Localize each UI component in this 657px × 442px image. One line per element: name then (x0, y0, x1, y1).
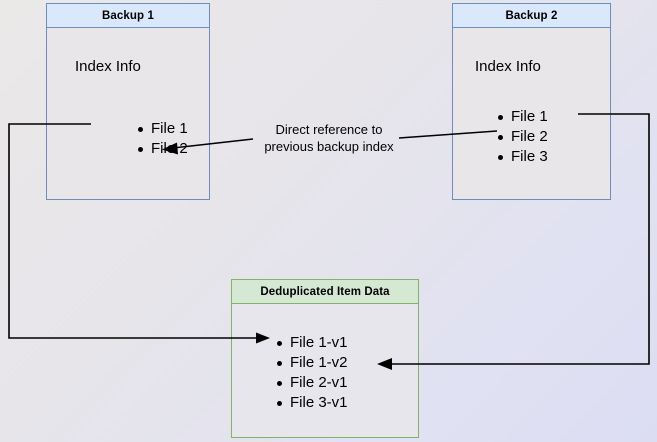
backup-1-title: Backup 1 (47, 4, 209, 28)
list-item: File 2 (495, 127, 548, 147)
deduplicated-item-data-box[interactable]: Deduplicated Item Data File 1-v1 File 1-… (231, 279, 419, 438)
backup-1-body: Index Info File 1 File 2 (47, 28, 209, 199)
annotation-line-2: previous backup index (264, 139, 394, 154)
list-item: File 1 (135, 119, 188, 139)
backup-1-file-list: File 1 File 2 (135, 119, 188, 159)
direct-reference-annotation: Direct reference to previous backup inde… (245, 121, 413, 155)
list-item: File 3 (495, 147, 548, 167)
backup-2-title: Backup 2 (453, 4, 610, 28)
backup-2-box[interactable]: Backup 2 Index Info File 1 File 2 File 3 (452, 3, 611, 200)
deduplicated-item-data-body: File 1-v1 File 1-v2 File 2-v1 File 3-v1 (232, 304, 418, 437)
list-item: File 2-v1 (274, 373, 348, 393)
list-item: File 2 (135, 139, 188, 159)
backup-2-body: Index Info File 1 File 2 File 3 (453, 28, 610, 199)
deduplicated-item-list: File 1-v1 File 1-v2 File 2-v1 File 3-v1 (274, 333, 348, 413)
list-item: File 1 (495, 107, 548, 127)
deduplicated-item-data-title: Deduplicated Item Data (232, 280, 418, 304)
list-item: File 3-v1 (274, 393, 348, 413)
backup-2-file-list: File 1 File 2 File 3 (495, 107, 548, 167)
backup-1-box[interactable]: Backup 1 Index Info File 1 File 2 (46, 3, 210, 200)
annotation-line-1: Direct reference to (275, 122, 383, 137)
backup-1-index-label: Index Info (75, 58, 141, 75)
list-item: File 1-v2 (274, 353, 348, 373)
backup-2-index-label: Index Info (475, 58, 541, 75)
list-item: File 1-v1 (274, 333, 348, 353)
